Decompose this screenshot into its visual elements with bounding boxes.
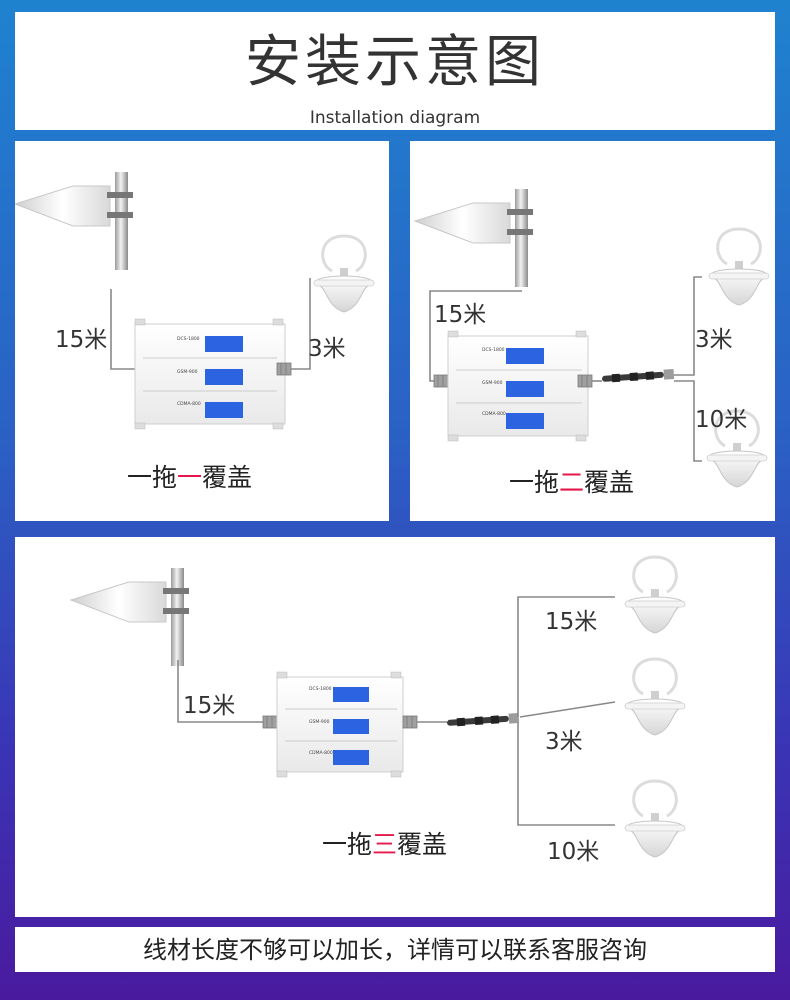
lcd-screen-1 [333,687,369,702]
module-label-2: GSM-900 [482,380,503,386]
lcd-screen-2 [333,719,369,734]
caption-number: 一 [177,463,202,492]
power-splitter-icon [601,368,675,384]
indoor-cable-label-1: 3米 [695,327,733,353]
outdoor-cable-label: 15米 [434,302,486,328]
indoor-cable-a [674,276,702,376]
coverage-caption: 一拖二覆盖 [509,468,634,497]
lcd-screen-3 [506,413,544,429]
caption-number: 三 [372,830,397,859]
indoor-cable-b [519,701,616,718]
indoor-cable-label: 3米 [308,336,346,362]
ceiling-antenna-icon [312,234,376,314]
outdoor-yagi-antenna-icon [414,188,534,288]
outdoor-cable [110,289,135,370]
module-label-3: CDMA-800 [177,401,201,407]
coverage-caption: 一拖三覆盖 [322,830,447,859]
lcd-screen-2 [205,369,243,385]
indoor-cable-label-1: 15米 [545,609,597,635]
one-to-three-diagram: DCS-1800 GSM-900 CDMA-800 15米 15米 3米 10米… [15,537,775,917]
lcd-screen-2 [506,381,544,397]
lcd-screen-1 [506,348,544,364]
signal-booster-icon: DCS-1800 GSM-900 CDMA-800 [134,318,286,430]
ceiling-antenna-icon [707,227,771,307]
module-label-2: GSM-900 [177,369,198,375]
one-to-one-diagram: DCS-1800 GSM-900 CDMA-800 15米 3米 一拖一覆盖 [15,141,389,521]
indoor-cable [291,278,311,370]
outdoor-cable [177,660,263,723]
caption-suffix: 覆盖 [584,468,634,497]
output-connector [276,362,292,376]
page-title: 安装示意图 [245,30,545,95]
indoor-cable-a [517,596,615,717]
one-to-one-diagram-graphic: DCS-1800 GSM-900 CDMA-800 15米 3米 一拖一覆盖 [15,171,376,492]
ceiling-antenna-icon [623,555,687,635]
module-label-1: DCS-1800 [482,347,505,353]
input-connector [433,374,449,388]
lcd-screen-3 [333,750,369,765]
module-label-3: CDMA-800 [482,411,506,417]
one-to-three-diagram-graphic: DCS-1800 GSM-900 CDMA-800 15米 15米 3米 10米… [70,555,687,865]
page-subtitle: Installation diagram [309,108,481,128]
signal-booster-icon: DCS-1800 GSM-900 CDMA-800 [276,671,404,778]
caption-prefix: 一拖 [322,830,372,859]
module-label-1: DCS-1800 [309,686,332,692]
outdoor-cable-label: 15米 [55,327,107,353]
lcd-screen-3 [205,402,243,418]
caption-suffix: 覆盖 [397,830,447,859]
coverage-caption: 一拖一覆盖 [127,463,252,492]
ceiling-antenna-icon [623,779,687,859]
footer-note: 线材长度不够可以加长，详情可以联系客服咨询 [143,936,647,964]
outdoor-yagi-antenna-icon [15,171,134,271]
indoor-cable-c [517,723,615,826]
module-label-1: DCS-1800 [177,336,200,342]
footer-note-bar: 线材长度不够可以加长，详情可以联系客服咨询 [15,927,775,972]
header-banner: 安装示意图 Installation diagram [15,12,775,130]
caption-prefix: 一拖 [509,468,559,497]
outdoor-cable-label: 15米 [183,693,235,719]
indoor-cable-label-2: 10米 [695,407,747,433]
caption-number: 二 [559,468,584,497]
one-to-two-diagram: DCS-1800 GSM-900 CDMA-800 15米 3米 10米 一拖二… [410,141,775,521]
output-connector [577,374,593,388]
signal-booster-icon: DCS-1800 GSM-900 CDMA-800 [447,330,589,442]
indoor-cable-b [674,380,702,462]
lcd-screen-1 [205,336,243,352]
outdoor-yagi-antenna-icon [70,567,190,667]
ceiling-antenna-icon [623,657,687,737]
module-label-2: GSM-900 [309,719,330,725]
caption-suffix: 覆盖 [202,463,252,492]
one-to-two-diagram-graphic: DCS-1800 GSM-900 CDMA-800 15米 3米 10米 一拖二… [414,188,771,497]
input-connector [262,715,278,729]
module-label-3: CDMA-800 [309,750,333,756]
caption-prefix: 一拖 [127,463,177,492]
indoor-cable-label-3: 10米 [547,839,599,865]
power-splitter-icon [446,712,520,728]
indoor-cable-label-2: 3米 [545,729,583,755]
output-connector [402,715,418,729]
